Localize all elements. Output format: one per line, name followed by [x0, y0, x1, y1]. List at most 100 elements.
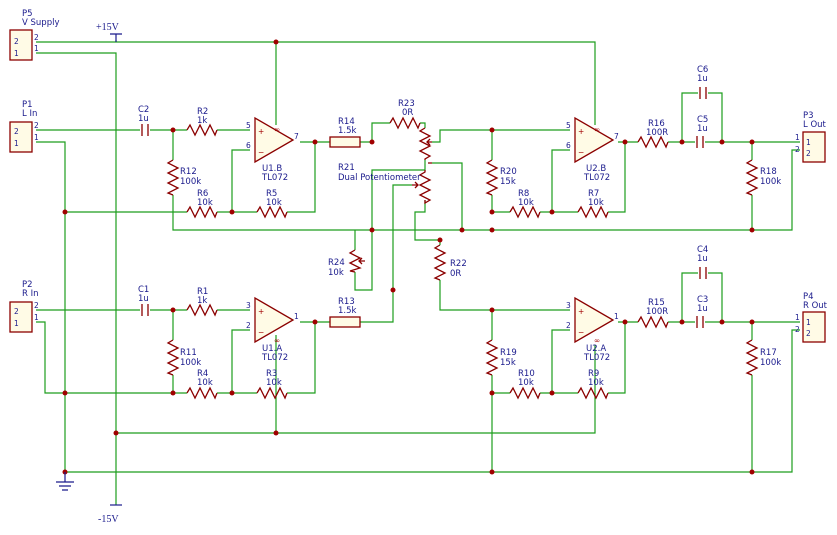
- svg-text:TL072: TL072: [261, 353, 288, 363]
- svg-text:10k: 10k: [328, 268, 344, 278]
- svg-text:TL072: TL072: [261, 173, 288, 183]
- svg-text:R21: R21: [338, 163, 355, 173]
- resistor-r19: R19 15k: [485, 339, 517, 376]
- svg-text:2: 2: [14, 37, 19, 46]
- resistor-r4: R4 10k: [186, 369, 218, 400]
- resistor-r11: R11 100k: [166, 339, 201, 376]
- svg-text:−: −: [578, 148, 584, 157]
- svg-text:+: +: [578, 307, 584, 316]
- svg-text:∞: ∞: [594, 125, 600, 134]
- resistor-r14: R14 1.5k: [329, 117, 361, 148]
- neg-supply-label: -15V: [98, 514, 119, 525]
- svg-text:−: −: [258, 148, 264, 157]
- svg-text:7: 7: [294, 132, 299, 141]
- pos-supply-symbol: [110, 33, 122, 42]
- resistor-r13: R13 1.5k: [329, 297, 361, 328]
- svg-text:0R: 0R: [450, 269, 461, 279]
- svg-text:TL072: TL072: [583, 353, 610, 363]
- resistor-r15: R15 100R: [637, 298, 669, 329]
- svg-text:C2: C2: [138, 105, 149, 115]
- svg-text:1: 1: [806, 138, 811, 147]
- svg-text:1: 1: [614, 312, 619, 321]
- svg-text:1.5k: 1.5k: [338, 306, 357, 316]
- svg-text:2: 2: [246, 321, 251, 330]
- resistor-r22: R22 0R: [433, 244, 467, 281]
- svg-text:1k: 1k: [197, 296, 207, 306]
- svg-text:1: 1: [14, 49, 19, 58]
- svg-text:R17: R17: [760, 348, 777, 358]
- svg-text:2: 2: [795, 325, 800, 334]
- resistor-r6: R6 10k: [186, 189, 218, 219]
- svg-text:R14: R14: [338, 117, 355, 127]
- resistor-r18: R18 100k: [745, 159, 781, 196]
- svg-text:R18: R18: [760, 167, 777, 177]
- svg-text:C5: C5: [697, 115, 708, 125]
- capacitors: C2 1u C1 1u C5 1u C6 1u C3 1u C4 1u: [138, 65, 708, 328]
- svg-text:C3: C3: [697, 295, 708, 305]
- svg-text:100R: 100R: [646, 128, 668, 138]
- junctions: [62, 39, 755, 475]
- svg-text:10k: 10k: [588, 198, 604, 208]
- resistor-r7: R7 10k: [577, 189, 609, 219]
- svg-text:2: 2: [14, 307, 19, 316]
- ground-icon: [56, 472, 74, 491]
- svg-text:10k: 10k: [266, 378, 282, 388]
- connector-p3: P3 L Out 1 2 1 2: [795, 111, 827, 163]
- svg-text:P1: P1: [22, 100, 33, 110]
- svg-text:U2.B: U2.B: [586, 164, 606, 174]
- svg-text:R19: R19: [500, 348, 517, 358]
- svg-text:U1.A: U1.A: [262, 344, 282, 354]
- connector-p4: P4 R Out 1 2 1 2: [795, 292, 828, 343]
- svg-text:1: 1: [294, 312, 299, 321]
- svg-text:2: 2: [34, 121, 39, 130]
- opamp-u1b: + − ∞ 5 6 7 U1.B TL072: [246, 116, 299, 183]
- svg-text:R20: R20: [500, 167, 517, 177]
- svg-text:R Out: R Out: [803, 301, 828, 311]
- svg-text:R22: R22: [450, 259, 467, 269]
- svg-text:C4: C4: [697, 245, 708, 255]
- resistor-r20: R20 15k: [485, 159, 517, 196]
- capacitor-c4: C4 1u: [697, 245, 708, 279]
- svg-text:R12: R12: [180, 167, 197, 177]
- svg-text:+: +: [258, 307, 264, 316]
- svg-text:10k: 10k: [197, 198, 213, 208]
- connector-p2: P2 R In 2 1 2 1: [9, 280, 39, 333]
- svg-text:100R: 100R: [646, 307, 668, 317]
- resistor-r12: R12 100k: [166, 159, 201, 196]
- svg-text:1: 1: [14, 139, 19, 148]
- svg-text:R8: R8: [518, 189, 529, 199]
- svg-text:R7: R7: [588, 189, 599, 199]
- svg-text:2: 2: [34, 33, 39, 42]
- svg-text:10k: 10k: [197, 378, 213, 388]
- svg-text:1: 1: [14, 319, 19, 328]
- svg-text:6: 6: [246, 141, 251, 150]
- svg-text:Dual Potentiometer: Dual Potentiometer: [338, 173, 421, 183]
- svg-text:R23: R23: [398, 99, 415, 109]
- capacitor-c1: C1 1u: [138, 285, 149, 316]
- svg-text:1: 1: [34, 44, 39, 53]
- svg-text:∞: ∞: [274, 125, 280, 134]
- resistor-r10: R10 10k: [509, 369, 541, 400]
- connector-p5: P5 V Supply 2 1 2 1: [9, 9, 59, 61]
- svg-text:−: −: [258, 328, 264, 337]
- svg-text:2: 2: [34, 301, 39, 310]
- svg-text:100k: 100k: [180, 358, 201, 368]
- opamp-u1a: + − ∞ 3 2 1 U1.A TL072: [246, 296, 299, 363]
- svg-text:5: 5: [246, 121, 251, 130]
- svg-text:15k: 15k: [500, 358, 516, 368]
- svg-text:R15: R15: [648, 298, 665, 308]
- svg-text:3: 3: [246, 301, 251, 310]
- svg-text:1: 1: [806, 318, 811, 327]
- svg-text:2: 2: [566, 321, 571, 330]
- capacitor-c3: C3 1u: [696, 295, 708, 328]
- svg-text:R16: R16: [648, 119, 665, 129]
- capacitor-c5: C5 1u: [696, 115, 708, 148]
- svg-text:+: +: [258, 127, 264, 136]
- svg-text:1u: 1u: [138, 294, 149, 304]
- resistor-r23: R23 0R: [389, 99, 421, 130]
- svg-text:C1: C1: [138, 285, 149, 295]
- svg-text:1.5k: 1.5k: [338, 126, 357, 136]
- svg-text:P5: P5: [22, 9, 33, 19]
- svg-text:L In: L In: [22, 109, 37, 119]
